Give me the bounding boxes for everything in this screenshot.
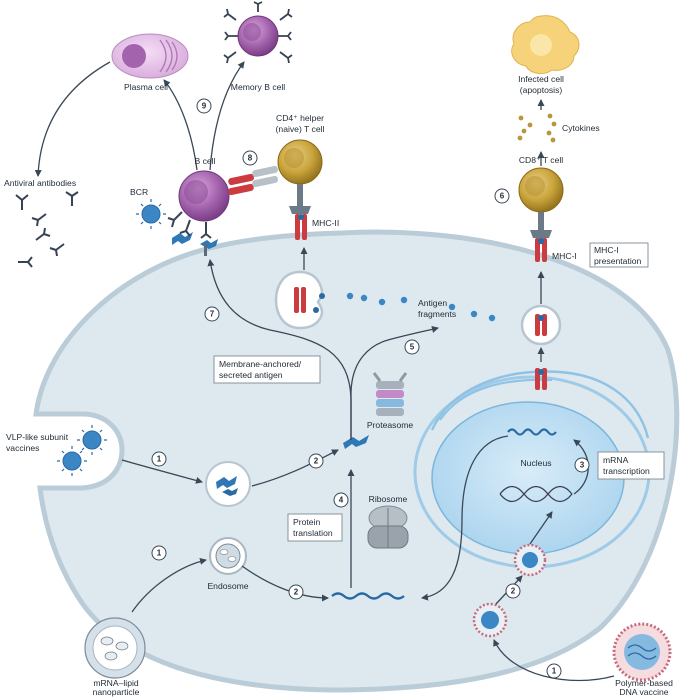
label-vlp-line1: VLP-like subunit	[6, 432, 69, 442]
step-badge-3: 3	[574, 457, 590, 473]
svg-text:1: 1	[157, 455, 162, 464]
step-badge-6: 6	[494, 188, 510, 204]
surface-antigens	[172, 232, 218, 256]
apoptotic-cell	[511, 15, 580, 74]
mrna-lipid-nanoparticle	[84, 617, 146, 679]
vlp-endosome	[205, 461, 251, 507]
step-badge-5: 5	[404, 339, 420, 355]
step-badge-7: 7	[204, 306, 220, 322]
svg-text:7: 7	[210, 310, 215, 319]
cd4-t-cell	[277, 139, 323, 214]
label-membrane-line2: secreted antigen	[219, 370, 283, 380]
label-antigen-line1: Antigen	[418, 298, 447, 308]
label-infected-line1: Infected cell	[518, 74, 564, 84]
svg-text:9: 9	[202, 102, 207, 111]
label-cd8: CD8⁺ T cell	[519, 155, 563, 165]
step-badges: 9 8 7 6 5 4 3 2 2 2 1 1 1	[151, 98, 590, 679]
svg-text:2: 2	[314, 457, 319, 466]
label-membrane-line1: Membrane-anchored/	[219, 359, 302, 369]
bcr-receptors	[167, 211, 212, 239]
label-mrna-tx-line2: transcription	[603, 466, 650, 476]
svg-text:1: 1	[157, 549, 162, 558]
step-badge-4: 4	[333, 492, 349, 508]
cytokine-dots	[517, 113, 557, 143]
cytoplasmic-mrna	[331, 592, 405, 600]
mhc-i-cytoplasmic	[535, 368, 547, 390]
memory-b-cell	[223, 1, 293, 64]
mhc-ii-vesicle	[274, 270, 325, 330]
label-protein-line1: Protein	[293, 517, 320, 527]
svg-text:6: 6	[500, 192, 505, 201]
label-polymer-line1: Polymer-based	[615, 678, 673, 688]
step-badge-1-vlp: 1	[151, 451, 167, 467]
plasma-cell	[111, 33, 189, 79]
label-cd4-line1: CD4⁺ helper	[276, 113, 324, 123]
label-endosome: Endosome	[207, 581, 248, 591]
vlp-particles	[57, 425, 107, 476]
mhc-i-presentation-box	[589, 242, 649, 268]
mrna-endosome	[209, 537, 247, 575]
polymer-dna-vaccine	[612, 622, 672, 682]
protein-translation-box	[287, 513, 343, 542]
label-cd4-line2: (naive) T cell	[276, 124, 325, 134]
step-badge-8: 8	[242, 150, 258, 166]
nuclear-mrna	[507, 428, 557, 436]
step-badge-9: 9	[196, 98, 212, 114]
label-mhc-i: MHC-I	[552, 251, 577, 261]
label-vlp-line2: vaccines	[6, 443, 39, 453]
label-b-cell: B cell	[194, 156, 215, 166]
label-nucleus: Nucleus	[520, 458, 551, 468]
label-mrna-tx-line1: mRNA	[603, 455, 629, 465]
svg-text:8: 8	[248, 154, 253, 163]
svg-text:2: 2	[511, 587, 516, 596]
svg-text:3: 3	[580, 461, 585, 470]
b-cell	[178, 170, 230, 222]
step-badge-2-mrna: 2	[288, 584, 304, 600]
label-ribosome: Ribosome	[369, 494, 408, 504]
ribosome	[367, 505, 409, 549]
label-antiviral-antibodies: Antiviral antibodies	[4, 178, 76, 188]
label-memory-b-cell: Memory B cell	[231, 82, 286, 92]
svg-text:1: 1	[552, 667, 557, 676]
antiviral-antibodies	[15, 191, 79, 268]
mhc-i-vesicle	[520, 304, 562, 346]
mrna-transcription-box	[597, 451, 665, 480]
label-antigen-line2: fragments	[418, 309, 456, 319]
label-infected-line2: (apoptosis)	[520, 85, 563, 95]
mhc-ii-surface	[295, 214, 307, 240]
label-mhc-i-pres-line1: MHC-I	[594, 245, 619, 255]
bound-virus	[136, 199, 166, 229]
label-mrna-lipid-line1: mRNA–lipid	[93, 678, 139, 688]
proteasome	[372, 372, 408, 416]
step-badge-2-vlp: 2	[308, 453, 324, 469]
label-mhc-ii: MHC-II	[312, 218, 339, 228]
bt-cell-interaction	[228, 165, 278, 196]
dna-nanoparticle-entering	[472, 543, 547, 638]
svg-text:4: 4	[339, 496, 344, 505]
label-bcr: BCR	[130, 187, 148, 197]
label-mhc-i-pres-line2: presentation	[594, 256, 642, 266]
dna-helix	[499, 485, 573, 503]
cd8-t-cell	[518, 167, 564, 238]
antigen-fragment-dots	[346, 292, 496, 322]
label-cytokines: Cytokines	[562, 123, 600, 133]
svg-text:2: 2	[294, 588, 299, 597]
membrane-antigen-box	[213, 355, 321, 384]
label-mrna-lipid-line2: nanoparticle	[93, 687, 140, 697]
label-proteasome: Proteasome	[367, 420, 414, 430]
mhc-i-surface	[535, 237, 547, 262]
flow-arrows	[34, 61, 615, 682]
label-protein-line2: translation	[293, 528, 333, 538]
step-badge-2-dna: 2	[505, 583, 521, 599]
step-badge-1-mrna: 1	[151, 545, 167, 561]
translated-antigen	[343, 435, 369, 449]
svg-text:5: 5	[410, 343, 415, 352]
label-plasma-cell: Plasma cell	[124, 82, 168, 92]
step-badge-1-dna: 1	[546, 663, 562, 679]
label-polymer-line2: DNA vaccine	[619, 687, 668, 697]
